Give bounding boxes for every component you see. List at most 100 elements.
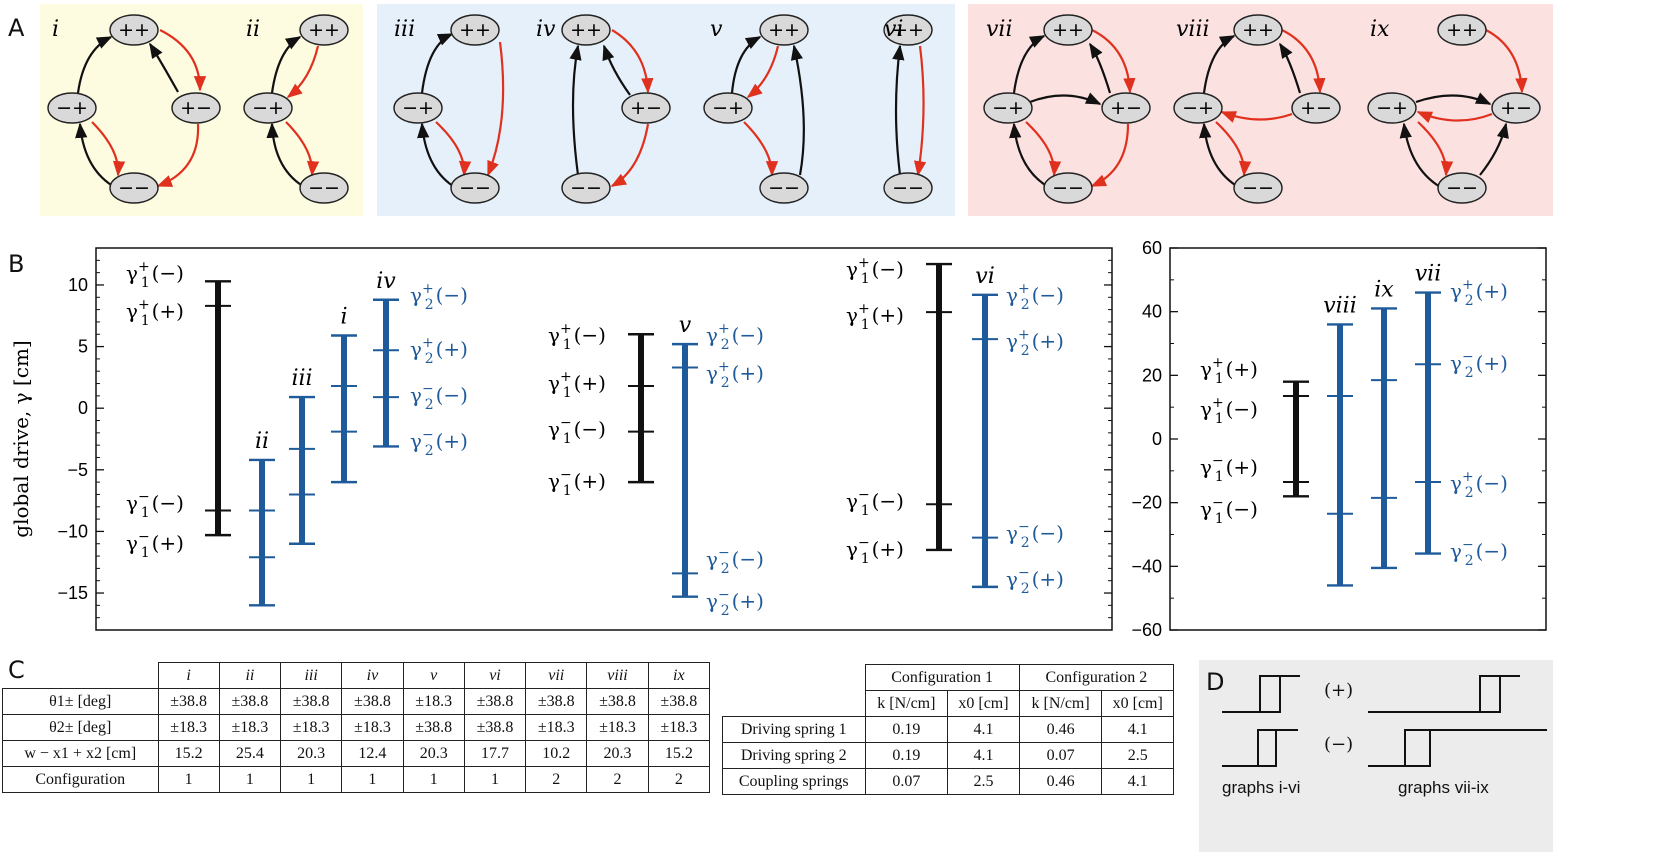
node-mp: −+ [983, 92, 1033, 124]
chart-frame-right [1169, 247, 1547, 631]
node-mp: −+ [243, 92, 293, 124]
svg-text:+−: +− [1300, 97, 1332, 119]
y2-tick-label: −60 [1131, 620, 1162, 640]
red-arrow [1417, 121, 1454, 177]
svg-text:++: ++ [1242, 19, 1274, 41]
bar-label-viii: viii [1323, 293, 1357, 318]
svg-text:−+: −+ [1376, 97, 1408, 119]
svg-text:−−: −− [1446, 177, 1478, 199]
svg-text:−−: −− [308, 177, 340, 199]
table-cell: ±18.3 [280, 714, 343, 741]
table-cell: ±38.8 [647, 688, 711, 715]
bar-label-ii: ii [255, 429, 269, 454]
black-arrow [1399, 122, 1443, 189]
gamma-label-right: γ−2(+) [1006, 565, 1064, 597]
table-cell: 0.46 [1018, 716, 1103, 743]
column-header-vi: vi [463, 662, 527, 689]
panel-d-plus-label: (+) [1324, 680, 1354, 701]
gamma-label-right: γ+2(−) [706, 321, 764, 353]
gamma-label-left: γ−1(+) [846, 535, 904, 567]
panel-letter-c: C [8, 656, 25, 684]
black-arrow [1415, 92, 1492, 105]
table-cell: ±38.8 [463, 688, 527, 715]
graph-label-i: i [52, 17, 59, 42]
node-mp: −+ [703, 92, 753, 124]
table-cell: 0.19 [864, 716, 949, 743]
node-mm: −− [299, 172, 349, 204]
column-header-viii: viii [586, 662, 649, 689]
node-mp: −+ [47, 92, 97, 124]
column-header-i: i [157, 662, 220, 689]
table-cell: ±38.8 [586, 688, 649, 715]
gamma-label-right: γ+2(+) [706, 359, 764, 391]
table-row: θ2± [deg]±18.3±18.3±18.3±18.3±38.8±38.8±… [2, 714, 711, 741]
y-tick-label: −10 [57, 521, 88, 541]
table-cell: ±38.8 [525, 688, 588, 715]
svg-text:+−: +− [1500, 97, 1532, 119]
node-pp: ++ [883, 14, 933, 46]
table-cell: 2 [647, 766, 711, 793]
node-pp: ++ [1233, 14, 1283, 46]
svg-text:−−: −− [768, 177, 800, 199]
svg-text:−+: −+ [712, 97, 744, 119]
gamma-label-left: γ−1(+) [1200, 453, 1258, 485]
node-mm: −− [883, 172, 933, 204]
table-cell: 15.2 [647, 740, 711, 767]
red-arrow [435, 121, 472, 177]
gamma-label-left: γ+1(−) [548, 321, 606, 353]
table-cell: 20.3 [586, 740, 649, 767]
table-cell: 20.3 [280, 740, 343, 767]
column-header-ix: ix [647, 662, 711, 689]
node-pp: ++ [299, 14, 349, 46]
node-pp: ++ [561, 14, 611, 46]
table-cell: ±18.3 [157, 714, 220, 741]
panel-letter-d: D [1206, 668, 1225, 696]
svg-text:−+: −+ [992, 97, 1024, 119]
node-mm: −− [1437, 172, 1487, 204]
table-cell: 20.3 [402, 740, 465, 767]
node-mm: −− [1043, 172, 1093, 204]
svg-text:++: ++ [1446, 19, 1478, 41]
gamma-label-right: γ−2(−) [410, 381, 468, 413]
table-cell: 1 [402, 766, 465, 793]
gamma-label-right: γ−2(+) [706, 587, 764, 619]
red-arrow [91, 121, 126, 177]
y-tick-label: 0 [78, 398, 88, 418]
node-pm: +− [1491, 92, 1541, 124]
k-header-1: k [N/cm] [864, 690, 949, 717]
red-arrow [1025, 121, 1062, 177]
black-arrow [76, 36, 113, 94]
table-cell: 2 [525, 766, 588, 793]
y2-tick-label: 20 [1142, 365, 1162, 385]
gamma-label-left: γ+1(+) [126, 297, 184, 329]
panel-d-minus-label: (−) [1324, 734, 1354, 755]
table-cell: 10.2 [525, 740, 588, 767]
table-cell: 1 [280, 766, 343, 793]
node-pm: +− [171, 92, 221, 124]
gamma-label-left: γ−1(+) [548, 467, 606, 499]
row-label: Driving spring 2 [722, 742, 866, 769]
red-arrow [286, 45, 320, 98]
bar-label-iii: iii [291, 366, 312, 391]
svg-text:++: ++ [768, 19, 800, 41]
svg-text:−+: −+ [402, 97, 434, 119]
table-cell: ±38.8 [402, 714, 465, 741]
gamma-label-left: γ+1(−) [1200, 395, 1258, 427]
config-1-header: Configuration 1 [864, 664, 1020, 691]
gamma-label-left: γ+1(−) [846, 255, 904, 287]
gamma-label-left: γ−1(+) [126, 529, 184, 561]
red-arrow [743, 121, 779, 177]
bar-label-v: v [679, 313, 692, 338]
y-tick-label: 5 [78, 337, 88, 357]
column-header-ii: ii [218, 662, 282, 689]
red-arrow [1220, 110, 1293, 123]
table-cell: 4.1 [1101, 768, 1174, 795]
panel-d-region [1199, 660, 1553, 852]
table-cell: 0.07 [864, 768, 949, 795]
